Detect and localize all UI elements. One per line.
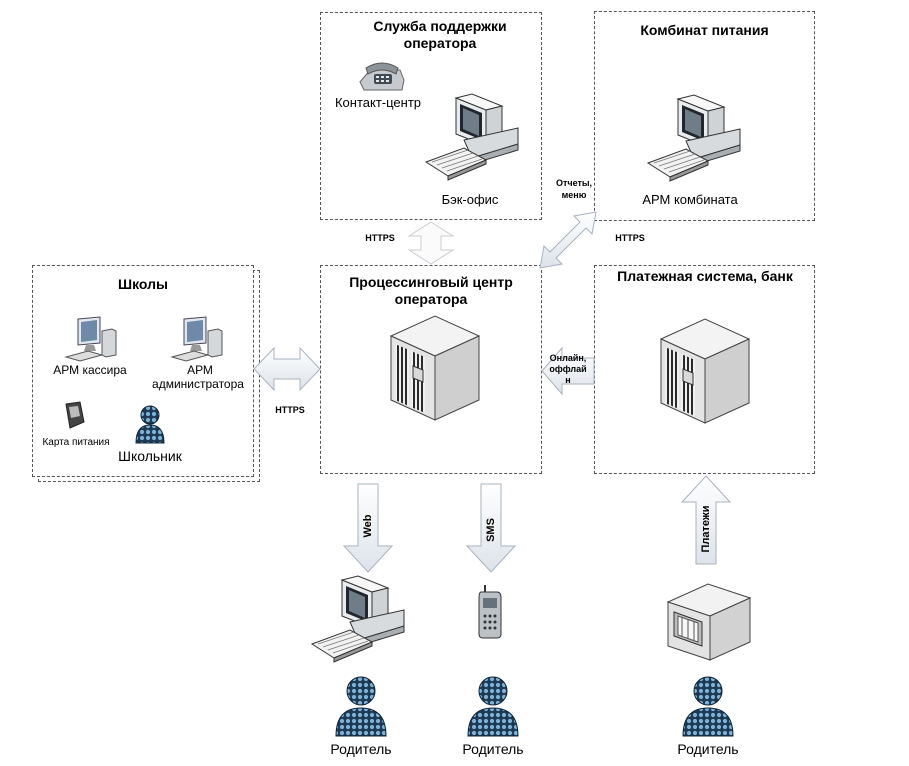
online-label-line2: оффлай: [549, 364, 587, 374]
processing-title: Процессинговый центр оператора: [349, 274, 513, 307]
sms-label: SMS: [485, 518, 497, 542]
phone-icon: [359, 62, 405, 91]
contact-center-label: Контакт-центр: [334, 95, 422, 110]
back-office-label: Бэк-офис: [441, 192, 499, 207]
parent-label: Родитель: [462, 741, 524, 757]
support-processing-arrow: [407, 221, 455, 265]
schools-title: Школы: [118, 276, 168, 292]
student-label: Школьник: [118, 448, 182, 464]
student-person-icon: [135, 405, 165, 444]
support-box: [320, 12, 542, 220]
plant-processing-arrow: [539, 211, 597, 269]
payments-label: Платежи: [700, 505, 712, 553]
parent-label: Родитель: [677, 741, 739, 757]
payment-processing-arrow: [541, 346, 595, 396]
back-office-computer-icon: [424, 93, 519, 181]
https-plant-label: HTTPS: [615, 233, 645, 243]
schools-processing-arrow: [253, 346, 321, 392]
mobile-phone-icon: [478, 585, 502, 639]
plant-workstation-label: АРМ комбината: [642, 192, 738, 207]
atm-terminal-icon: [666, 583, 752, 661]
food-plant-title: Комбинат питания: [640, 22, 769, 38]
online-label-line3: н: [565, 375, 571, 385]
reports-label-line2: меню: [561, 190, 587, 200]
support-title: Служба поддержки оператора: [373, 18, 507, 51]
meal-card-icon: [65, 401, 85, 429]
payment-server-icon: [659, 318, 751, 424]
cashier-workstation-label: АРМ кассира: [53, 363, 127, 377]
online-label-line1: Онлайн,: [549, 353, 587, 363]
payments-arrow: [680, 475, 732, 565]
https-schools-label: HTTPS: [275, 405, 305, 415]
parent-person-icon: [467, 676, 519, 737]
admin-workstation-label-line1: АРМ: [187, 363, 213, 377]
parent-person-icon: [682, 676, 734, 737]
https-support-label: HTTPS: [365, 233, 395, 243]
sms-arrow: [465, 483, 517, 573]
web-arrow: [342, 483, 394, 573]
processing-server-icon: [389, 315, 481, 421]
meal-card-label: Карта питания: [42, 437, 110, 448]
parent-web-computer-icon: [310, 575, 405, 663]
parent-person-icon: [335, 676, 387, 737]
reports-label-line1: Отчеты,: [555, 178, 593, 188]
admin-workstation-label-line2: администратора: [152, 377, 244, 391]
plant-workstation-computer-icon: [646, 94, 741, 182]
cashier-workstation-icon: [64, 316, 117, 362]
payment-title: Платежная система, банк: [617, 268, 793, 284]
parent-label: Родитель: [330, 741, 392, 757]
web-label: Web: [362, 514, 374, 538]
admin-workstation-icon: [170, 316, 223, 362]
